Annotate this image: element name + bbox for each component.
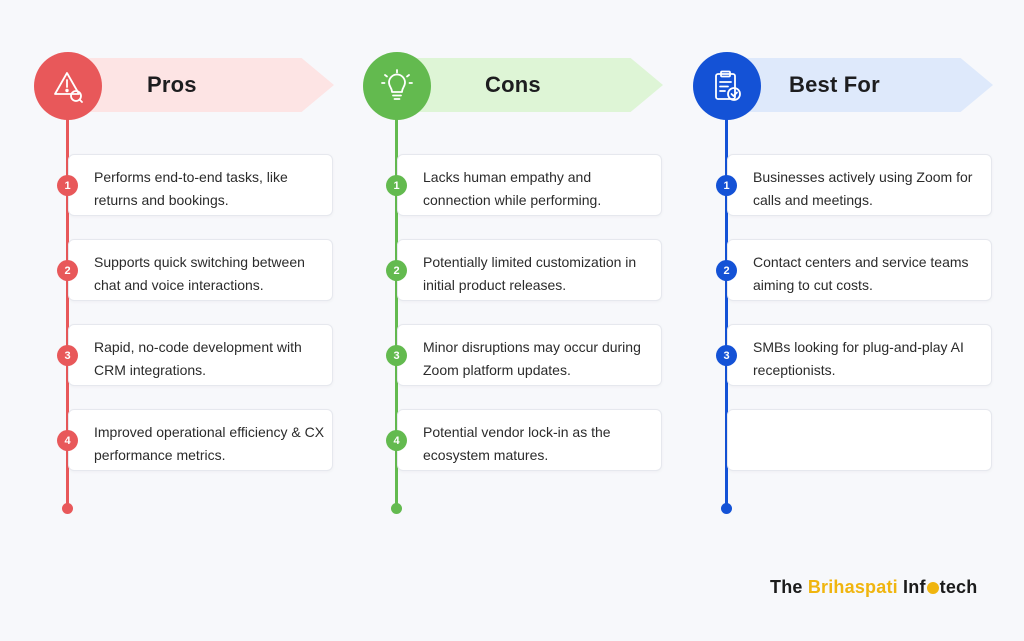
logo-o-mark-icon bbox=[926, 582, 939, 594]
best-for-timeline bbox=[725, 118, 728, 508]
best-for-item-1-text: Businesses actively using Zoom for calls… bbox=[753, 169, 973, 208]
best-for-card-1: Businesses actively using Zoom for calls… bbox=[727, 154, 992, 216]
best-for-column: Best For Businesses actively using Zoom … bbox=[687, 0, 1017, 641]
cons-number-2: 2 bbox=[386, 260, 407, 281]
cons-number-4: 4 bbox=[386, 430, 407, 451]
best-for-card-2: Contact centers and service teams aiming… bbox=[727, 239, 992, 301]
cons-number-1: 1 bbox=[386, 175, 407, 196]
cons-icon-circle bbox=[363, 52, 431, 120]
cons-card-2: Potentially limited customization in ini… bbox=[397, 239, 662, 301]
pros-number-4: 4 bbox=[57, 430, 78, 451]
cons-item-4-text: Potential vendor lock-in as the ecosyste… bbox=[423, 424, 611, 463]
pros-timeline bbox=[66, 118, 69, 508]
pros-card-4: Improved operational efficiency & CX per… bbox=[68, 409, 333, 471]
best-for-card-4-empty bbox=[727, 409, 992, 471]
cons-column: Cons Lacks human empathy and connection … bbox=[357, 0, 687, 641]
cons-timeline bbox=[395, 118, 398, 508]
clipboard-check-icon bbox=[715, 70, 741, 101]
best-for-banner bbox=[723, 58, 993, 112]
pros-item-2-text: Supports quick switching between chat an… bbox=[94, 254, 305, 293]
best-for-title: Best For bbox=[789, 72, 880, 97]
cons-number-3: 3 bbox=[386, 345, 407, 366]
cons-item-3-text: Minor disruptions may occur during Zoom … bbox=[423, 339, 641, 378]
best-for-number-1: 1 bbox=[716, 175, 737, 196]
pros-number-3: 3 bbox=[57, 345, 78, 366]
pros-card-3: Rapid, no-code development with CRM inte… bbox=[68, 324, 333, 386]
cons-timeline-end bbox=[391, 503, 402, 514]
logo-text-tech: tech bbox=[939, 577, 978, 597]
best-for-card-3: SMBs looking for plug-and-play AI recept… bbox=[727, 324, 992, 386]
pros-item-1-text: Performs end-to-end tasks, like returns … bbox=[94, 169, 288, 208]
pros-number-1: 1 bbox=[57, 175, 78, 196]
cons-banner bbox=[393, 58, 663, 112]
cons-title: Cons bbox=[485, 72, 541, 97]
best-for-timeline-end bbox=[721, 503, 732, 514]
pros-title: Pros bbox=[147, 72, 197, 97]
lightbulb-icon bbox=[381, 69, 413, 100]
pros-item-4-text: Improved operational efficiency & CX per… bbox=[94, 424, 325, 463]
pros-item-3-text: Rapid, no-code development with CRM inte… bbox=[94, 339, 302, 378]
cons-card-1: Lacks human empathy and connection while… bbox=[397, 154, 662, 216]
pros-card-1: Performs end-to-end tasks, like returns … bbox=[68, 154, 333, 216]
alert-shield-icon bbox=[54, 72, 83, 103]
logo-text-inf: Inf bbox=[897, 577, 926, 597]
pros-column: Pros Performs end-to-end tasks, like ret… bbox=[28, 0, 358, 641]
pros-timeline-end bbox=[62, 503, 73, 514]
pros-banner bbox=[64, 58, 334, 112]
cons-item-1-text: Lacks human empathy and connection while… bbox=[423, 169, 602, 208]
pros-card-2: Supports quick switching between chat an… bbox=[68, 239, 333, 301]
best-for-number-3: 3 bbox=[716, 345, 737, 366]
best-for-item-3-text: SMBs looking for plug-and-play AI recept… bbox=[753, 339, 964, 378]
pros-number-2: 2 bbox=[57, 260, 78, 281]
cons-card-3: Minor disruptions may occur during Zoom … bbox=[397, 324, 662, 386]
best-for-icon-circle bbox=[693, 52, 761, 120]
cons-item-2-text: Potentially limited customization in ini… bbox=[423, 254, 637, 293]
best-for-number-2: 2 bbox=[716, 260, 737, 281]
logo-text-the: The bbox=[770, 577, 808, 597]
best-for-item-2-text: Contact centers and service teams aiming… bbox=[753, 254, 969, 293]
pros-icon-circle bbox=[34, 52, 102, 120]
logo-text-brihaspati: Brihaspati bbox=[807, 577, 898, 597]
cons-card-4: Potential vendor lock-in as the ecosyste… bbox=[397, 409, 662, 471]
